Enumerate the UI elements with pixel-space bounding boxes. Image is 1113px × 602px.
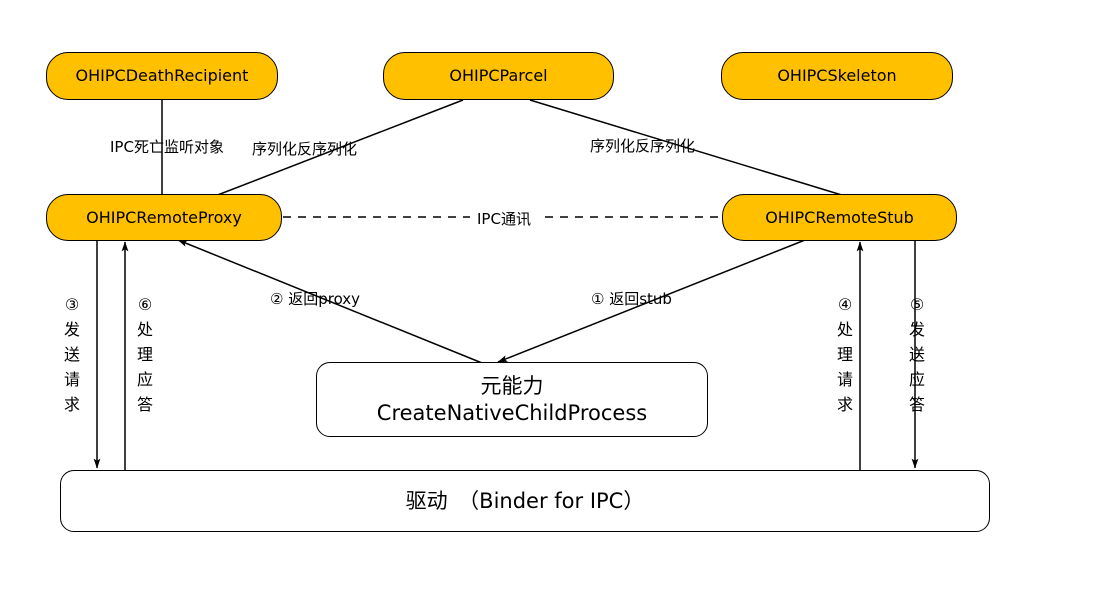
edge-label-return-stub: ① 返回stub [591, 288, 672, 309]
edge-label-text: 序列化反序列化 [252, 140, 358, 158]
step-char: 应 [908, 369, 925, 389]
node-label: OHIPCSkeleton [777, 66, 897, 85]
step-number: ③ [64, 295, 80, 314]
step-char: 答 [136, 394, 153, 414]
step-number: ⑥ [137, 295, 153, 314]
meta-ability-line2: CreateNativeChildProcess [376, 400, 648, 425]
step-char: 送 [63, 344, 80, 364]
step-char: 应 [136, 369, 153, 389]
step-char: 求 [63, 394, 80, 414]
step-char: 发 [908, 319, 925, 339]
step-label-4: ④ 处 理 请 求 [834, 295, 856, 414]
step-char: 处 [136, 319, 153, 339]
step-number: ⑤ [909, 295, 925, 314]
edge-parcel-to-stub [529, 99, 846, 197]
edge-label-text: IPC死亡监听对象 [110, 138, 224, 156]
edge-label-text: ② 返回proxy [270, 290, 361, 308]
edge-label-text: ① 返回stub [591, 290, 672, 308]
driver-label: 驱动 （Binder for IPC） [405, 488, 645, 513]
node-label: OHIPCDeathRecipient [75, 66, 249, 85]
step-char: 发 [63, 319, 80, 339]
edge-label-death-listen: IPC死亡监听对象 [110, 136, 224, 157]
edge-label-text: 序列化反序列化 [590, 137, 696, 155]
node-ohipcremoteproxy[interactable]: OHIPCRemoteProxy [46, 194, 282, 241]
meta-ability-line1: 元能力 [480, 374, 544, 399]
step-char: 处 [836, 319, 853, 339]
edge-stub-to-meta [497, 239, 806, 363]
edge-label-return-proxy: ② 返回proxy [270, 288, 360, 309]
node-label: OHIPCRemoteStub [765, 207, 914, 227]
step-char: 请 [836, 369, 853, 389]
edge-meta-to-proxy [177, 239, 488, 366]
node-label: OHIPCParcel [449, 66, 548, 85]
step-char: 答 [908, 394, 925, 414]
edge-label-serialize-left: 序列化反序列化 [252, 138, 357, 159]
step-label-5: ⑤ 发 送 应 答 [906, 295, 928, 414]
step-char: 理 [136, 344, 153, 364]
node-driver[interactable]: 驱动 （Binder for IPC） [60, 470, 990, 532]
node-meta-ability[interactable]: 元能力 CreateNativeChildProcess [316, 362, 708, 437]
step-char: 理 [836, 344, 853, 364]
step-char: 请 [63, 369, 80, 389]
edge-parcel-to-proxy [214, 99, 464, 197]
step-label-3: ③ 发 送 请 求 [61, 295, 83, 414]
node-ohipcdeathrecipient[interactable]: OHIPCDeathRecipient [46, 52, 278, 100]
step-number: ④ [837, 295, 853, 314]
edge-label-ipc-comm: IPC通讯 [473, 208, 535, 229]
step-char: 送 [908, 344, 925, 364]
step-char: 求 [836, 394, 853, 414]
step-label-6: ⑥ 处 理 应 答 [134, 295, 156, 414]
node-ohipcparcel[interactable]: OHIPCParcel [383, 52, 614, 100]
edge-label-text: IPC通讯 [477, 210, 531, 228]
edge-label-serialize-right: 序列化反序列化 [590, 135, 695, 156]
node-ohipcremotestub[interactable]: OHIPCRemoteStub [722, 194, 957, 241]
node-label: OHIPCRemoteProxy [86, 207, 242, 227]
node-ohipcskeleton[interactable]: OHIPCSkeleton [721, 52, 953, 100]
